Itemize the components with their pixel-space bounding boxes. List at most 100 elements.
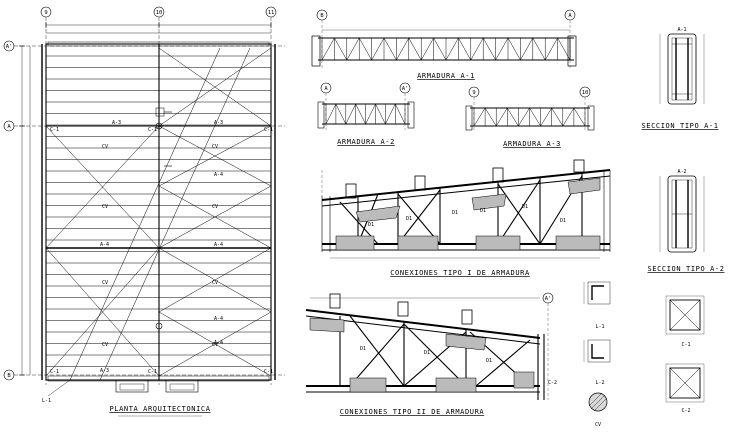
drawing-line bbox=[529, 107, 541, 127]
drawing-line bbox=[346, 37, 360, 61]
detail-label: L-2 bbox=[595, 380, 604, 386]
drawing-line bbox=[375, 103, 386, 125]
detail-column-c1: C-1 bbox=[665, 295, 705, 348]
drawing-line bbox=[371, 37, 385, 61]
drawing-line bbox=[520, 37, 534, 61]
member-label: CV bbox=[102, 144, 108, 150]
grid-label: B bbox=[320, 13, 324, 19]
member-label: D1 bbox=[480, 208, 486, 214]
drawing-line bbox=[495, 107, 508, 127]
drawing-line bbox=[507, 37, 521, 61]
truss-elevation-a1: B A ARMADURA A-1 bbox=[311, 9, 577, 80]
member-label: CV bbox=[212, 342, 218, 348]
drawing-line bbox=[420, 37, 434, 61]
section-title: SECCION TIPO A-1 bbox=[641, 122, 718, 130]
member-label: CV bbox=[212, 280, 218, 286]
detail-angle-l1: L-1 bbox=[583, 281, 611, 330]
detail-label: L-1 bbox=[595, 324, 604, 330]
drawing-line bbox=[540, 107, 552, 127]
plan-title: PLANTA ARQUITECTONICA bbox=[109, 405, 210, 413]
grid-label: A bbox=[324, 86, 328, 92]
drawing-line bbox=[355, 103, 366, 125]
member-label: CV bbox=[212, 144, 218, 150]
connection-type-2: A' C-2 D1 D1 D1 bbox=[305, 292, 557, 416]
member-label: D1 bbox=[368, 222, 374, 228]
grid-label: 9 bbox=[472, 90, 475, 96]
drawing-line bbox=[335, 103, 347, 125]
drawing-line bbox=[334, 37, 348, 61]
connection-title: CONEXIONES TIPO II DE ARMADURA bbox=[340, 408, 485, 416]
drawing-line bbox=[408, 37, 422, 61]
grid-label: 10 bbox=[582, 90, 589, 96]
elevation-title: ARMADURA A-1 bbox=[417, 72, 475, 80]
connection-type-1: D1 D1 D1 D1 D1 D1 CONEXIONES TIPO I DE A… bbox=[321, 159, 611, 277]
column-label: C-1 bbox=[148, 127, 157, 133]
drawing-line bbox=[551, 107, 564, 127]
beam-label: A-4 bbox=[214, 172, 223, 178]
member-label: CV bbox=[102, 342, 108, 348]
drawing-line bbox=[484, 107, 497, 127]
drawing-line bbox=[495, 37, 509, 61]
section-title: SECCION TIPO A-2 bbox=[647, 265, 724, 273]
leader-label: L-1 bbox=[42, 398, 51, 404]
drawing-line bbox=[385, 103, 396, 125]
column-label: C-2 bbox=[548, 380, 557, 386]
beam-label: A-4 bbox=[214, 316, 223, 322]
grid-label: 11 bbox=[268, 10, 275, 16]
member-label: D1 bbox=[406, 216, 412, 222]
drawing-line bbox=[396, 37, 410, 61]
section-type-a1: A-1 SECCION TIPO A-1 bbox=[641, 27, 718, 130]
drawing-line bbox=[470, 37, 484, 61]
member-label: D1 bbox=[560, 218, 566, 224]
section-cap-label: A-2 bbox=[677, 169, 686, 175]
detail-label: C-1 bbox=[681, 342, 690, 348]
beam-label: A-3 bbox=[214, 120, 223, 126]
grid-label: A bbox=[7, 124, 11, 130]
member-label: CV bbox=[102, 280, 108, 286]
connection-title: CONEXIONES TIPO I DE ARMADURA bbox=[390, 269, 530, 277]
truss-elevation-a3: 9 10 ARMADURA A-3 bbox=[465, 86, 595, 148]
drawing-line bbox=[395, 103, 406, 125]
grid-label: 10 bbox=[156, 10, 163, 16]
drawing-line bbox=[473, 107, 486, 127]
member-label: D1 bbox=[452, 210, 458, 216]
architectural-plan: 9 10 11 A' A B bbox=[3, 6, 285, 417]
detail-angle-l2: L-2 bbox=[583, 339, 611, 386]
drawing-line bbox=[518, 107, 530, 127]
section-type-a2: A-2 SECCION TIPO A-2 bbox=[647, 169, 724, 273]
drawing-line bbox=[383, 37, 397, 61]
column-label: C-1 bbox=[264, 127, 273, 133]
drawing-line bbox=[321, 37, 335, 61]
drawing-line bbox=[557, 37, 571, 61]
detail-label: CV bbox=[595, 422, 601, 428]
beam-label: A-4 bbox=[100, 242, 109, 248]
plan-grid-bubble-top-9: 9 bbox=[40, 6, 52, 18]
member-label: D1 bbox=[424, 350, 430, 356]
beam-label: A-3 bbox=[112, 120, 121, 126]
plan-grid-bubble-left-b: B bbox=[3, 369, 15, 381]
grid-label: A' bbox=[545, 296, 552, 302]
grid-label: A' bbox=[6, 44, 13, 50]
drawing-line bbox=[445, 37, 459, 61]
grid-label: B bbox=[7, 373, 11, 379]
drawing-line bbox=[573, 107, 586, 127]
drawing-line bbox=[532, 37, 546, 61]
detail-column-c2: C-2 bbox=[665, 363, 705, 414]
detail-label: C-2 bbox=[681, 408, 690, 414]
member-label: D1 bbox=[522, 204, 528, 210]
drawing-line bbox=[507, 107, 519, 127]
detail-round-cv: CV bbox=[588, 392, 608, 428]
member-label: D1 bbox=[486, 358, 492, 364]
beam-label: A-3 bbox=[100, 368, 109, 374]
drawing-line bbox=[365, 103, 376, 125]
drawing-line bbox=[562, 107, 575, 127]
plan-grid-bubble-left-a-prime: A' bbox=[3, 40, 15, 52]
drawing-line bbox=[544, 37, 558, 61]
grid-label: 9 bbox=[44, 10, 47, 16]
drawing-line bbox=[482, 37, 496, 61]
elevation-title: ARMADURA A-3 bbox=[503, 140, 561, 148]
beam-label: A-4 bbox=[214, 242, 223, 248]
member-label: D1 bbox=[360, 346, 366, 352]
